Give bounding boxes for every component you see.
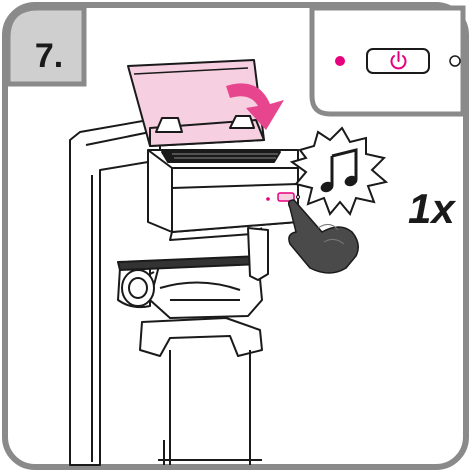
panel-led-off [297, 196, 300, 199]
press-count: 1x [408, 185, 468, 235]
panel-led-magenta [266, 197, 270, 201]
indicator-led-magenta [335, 56, 345, 66]
indicator-led-off [450, 56, 460, 66]
step-number: 7. [16, 26, 82, 86]
machine-lid [128, 60, 264, 146]
